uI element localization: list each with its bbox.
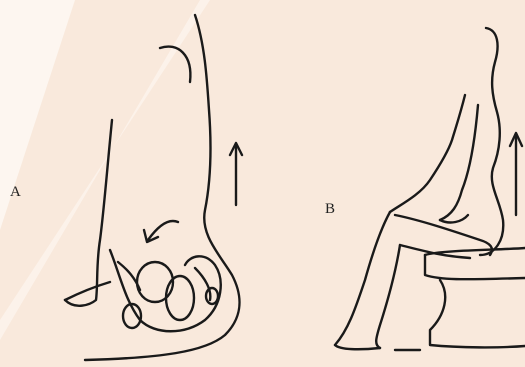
panel-b-label: B (325, 202, 335, 217)
panel-a-label: A (10, 185, 21, 200)
